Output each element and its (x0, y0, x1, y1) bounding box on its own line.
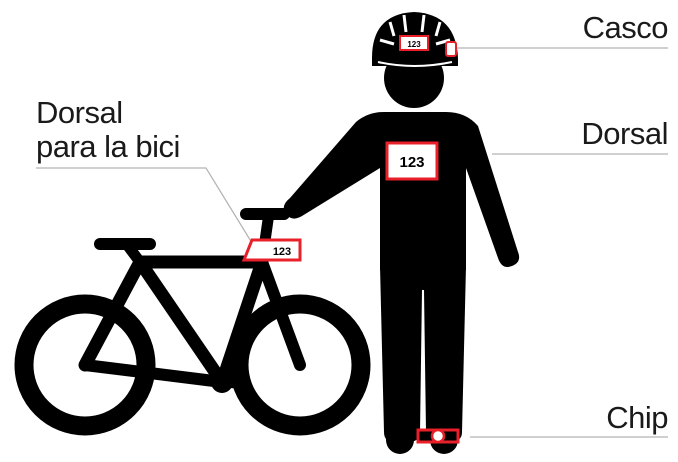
bike-number-plate: 123 (241, 238, 302, 262)
bike-front-wheel (229, 294, 371, 436)
bike-front-fork (256, 256, 306, 371)
label-helmet: Casco (582, 10, 669, 45)
leader-lines (36, 47, 668, 438)
shirt-race-number: 123 (385, 141, 439, 181)
bike-chainstay (79, 359, 228, 388)
label-bike-number-line2: para la bici (36, 129, 180, 164)
helmet-vents (379, 14, 451, 46)
bicycle (14, 208, 371, 436)
label-chip: Chip (606, 400, 668, 435)
label-bike-number-line1: Dorsal (36, 95, 123, 130)
ankle-chip (416, 428, 460, 444)
cyclist-figure (283, 48, 520, 454)
helmet-rim (377, 61, 453, 67)
label-bike-number: Dorsal para la bici (36, 96, 180, 164)
helmet: 123 (372, 12, 458, 67)
helmet-number: 123 (407, 40, 421, 49)
torso (283, 112, 520, 270)
helmet-number-sticker (399, 35, 429, 51)
bike-chainring (211, 371, 233, 393)
bike-rear-wheel (14, 294, 156, 436)
legs (380, 266, 466, 442)
shirt-number: 123 (399, 154, 424, 171)
helmet-side-marker (445, 41, 457, 57)
chip-icon (430, 428, 446, 444)
left-foot (386, 426, 414, 454)
leader-line-bike-number (36, 167, 253, 244)
bike-plate-number: 123 (273, 246, 291, 258)
label-race-number: Dorsal (581, 116, 668, 151)
